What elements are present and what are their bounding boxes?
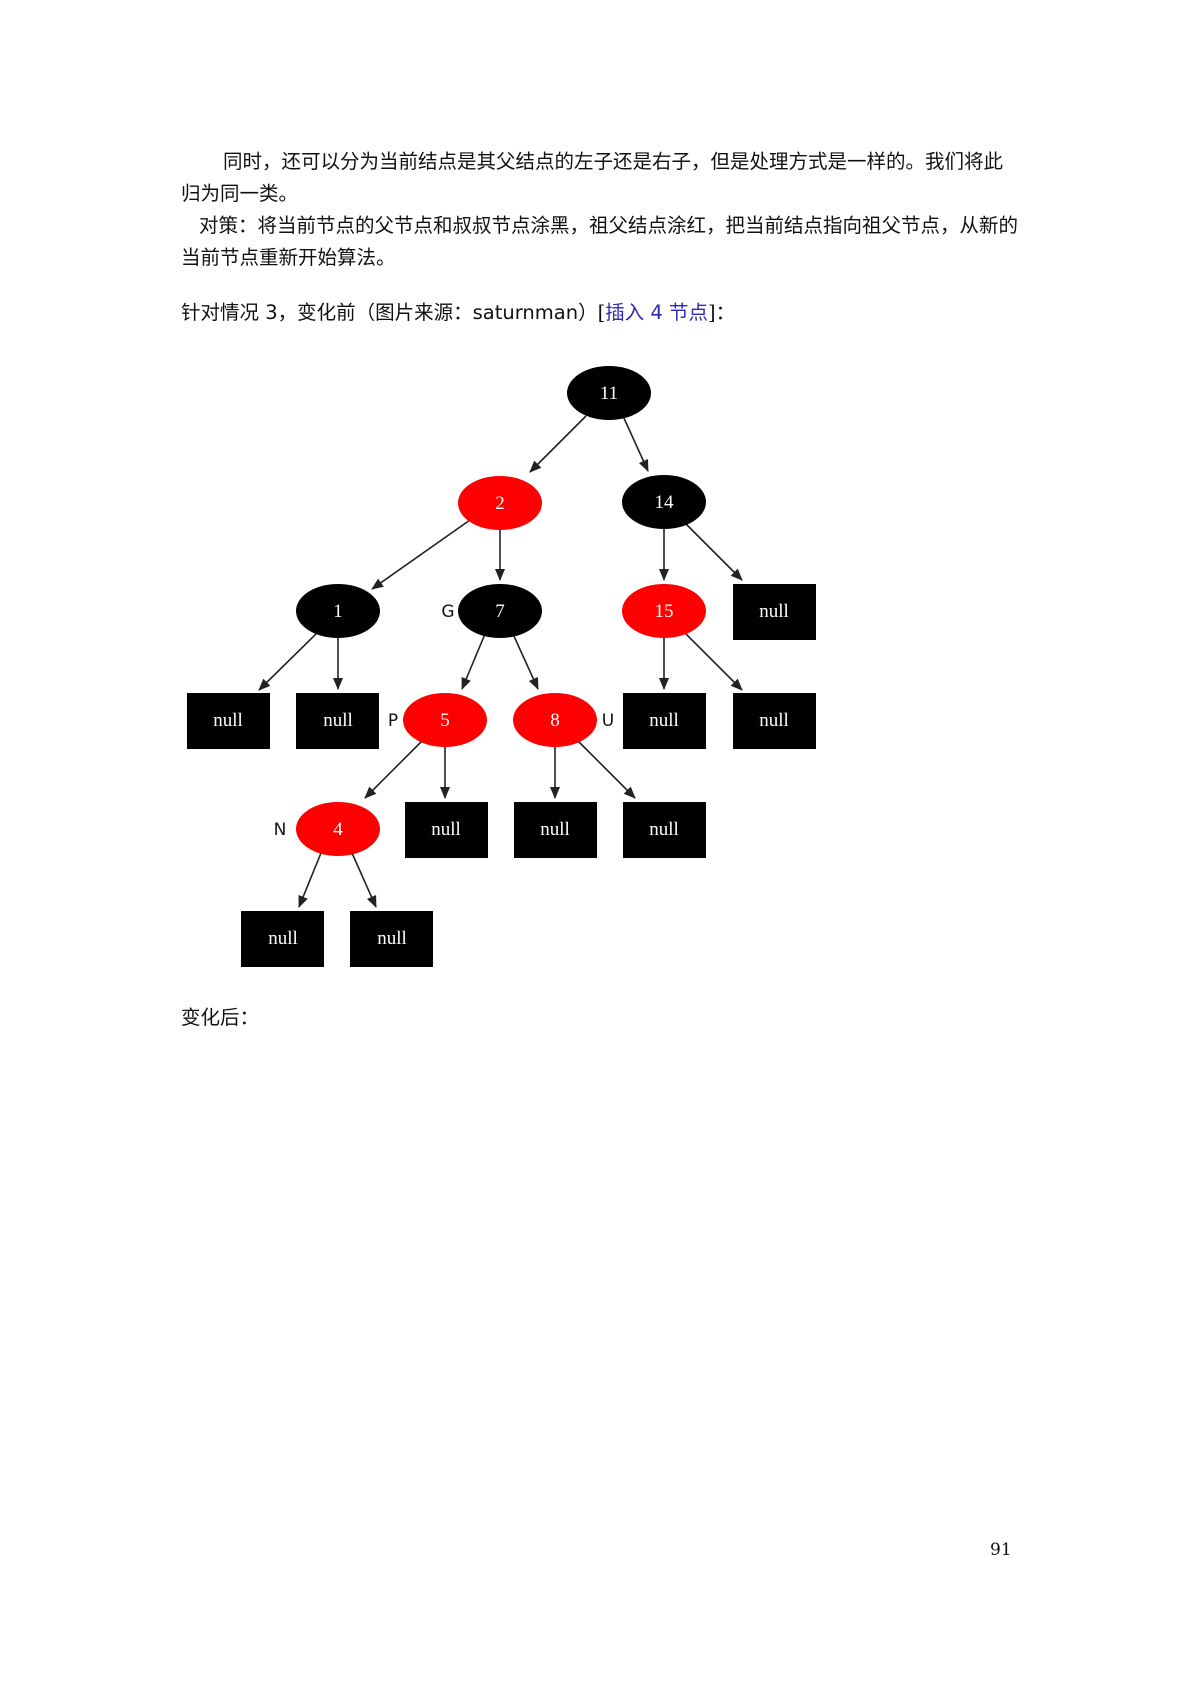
null-leaf-label: null <box>268 928 298 949</box>
link-number: 4 <box>650 301 663 324</box>
edge-7-8 <box>512 633 539 690</box>
null-leaf: null <box>187 693 270 749</box>
node-7-label: 7 <box>495 601 505 622</box>
node-15: 15 <box>622 584 706 638</box>
node-14-label: 14 <box>655 492 675 513</box>
caption-case-number: 3 <box>265 301 278 324</box>
node-11: 11 <box>567 366 651 420</box>
paragraph-strategy: 对策：将当前节点的父节点和叔叔节点涂黑，祖父结点涂红，把当前结点指向祖父节点，从… <box>181 214 1019 269</box>
null-leaf-label: null <box>540 819 570 840</box>
role-label-u: U <box>602 711 614 731</box>
null-leaf: null <box>623 802 706 858</box>
insert-node-link[interactable]: 插入 4 节点 <box>605 301 708 324</box>
caption-bracket-open: ）[ <box>578 301 606 324</box>
edge-11-2 <box>529 415 587 473</box>
null-leaves: null null null null null null null null <box>187 584 816 967</box>
caption-tail: ]： <box>708 301 736 324</box>
null-leaf: null <box>623 693 706 749</box>
node-5: 5 <box>403 693 487 747</box>
caption-middle: ，变化前（图片来源： <box>277 301 473 324</box>
node-1: 1 <box>296 584 380 638</box>
node-5-label: 5 <box>440 710 450 731</box>
node-8-label: 8 <box>550 710 560 731</box>
edge-4-null-right <box>351 852 377 908</box>
role-label-p: P <box>388 711 398 731</box>
node-4: 4 <box>296 802 380 856</box>
null-leaf: null <box>241 911 324 967</box>
edge-4-null-left <box>298 852 322 908</box>
edge-1-null-left <box>258 633 317 691</box>
link-text-b: 节点 <box>662 301 709 324</box>
paragraph-case-description: 同时，还可以分为当前结点是其父结点的左子还是右子，但是处理方式是一样的。我们将此… <box>181 150 1004 205</box>
edge-2-1 <box>371 519 471 590</box>
null-leaf: null <box>733 584 816 640</box>
null-leaf: null <box>514 802 597 858</box>
null-leaf-label: null <box>323 710 353 731</box>
node-4-label: 4 <box>333 819 343 840</box>
node-15-label: 15 <box>655 601 674 622</box>
null-leaf: null <box>296 693 379 749</box>
node-14: 14 <box>622 475 706 529</box>
after-change-label: 变化后： <box>181 1006 260 1029</box>
edge-14-null <box>685 523 743 581</box>
node-8: 8 <box>513 693 597 747</box>
edge-8-null-right <box>577 740 636 799</box>
page-number: 91 <box>990 1540 1012 1560</box>
node-2-label: 2 <box>495 493 505 514</box>
node-11-label: 11 <box>600 383 618 404</box>
tree-nodes: 11 2 14 1 7 15 5 8 <box>296 366 706 856</box>
null-leaf: null <box>405 802 488 858</box>
null-leaf-label: null <box>759 710 789 731</box>
edge-5-4 <box>364 740 423 799</box>
edge-7-5 <box>461 633 486 690</box>
null-leaf: null <box>350 911 433 967</box>
caption-source: saturnman <box>472 301 579 324</box>
null-leaf-label: null <box>759 601 789 622</box>
node-7: 7 <box>458 584 542 638</box>
tree-edges <box>258 415 743 908</box>
null-leaf-label: null <box>649 819 679 840</box>
node-1-label: 1 <box>333 601 343 622</box>
edge-15-null-right <box>685 633 743 691</box>
role-label-n: N <box>274 820 287 840</box>
edge-11-14 <box>622 415 649 472</box>
null-leaf: null <box>733 693 816 749</box>
null-leaf-label: null <box>649 710 679 731</box>
role-labels: G P U N <box>274 602 615 840</box>
link-text-a: 插入 <box>605 301 651 324</box>
null-leaf-label: null <box>431 819 461 840</box>
node-2: 2 <box>458 476 542 530</box>
role-label-g: G <box>441 602 454 622</box>
figure-caption: 针对情况 3，变化前（图片来源：saturnman）[插入 4 节点]： <box>181 297 735 329</box>
null-leaf-label: null <box>213 710 243 731</box>
caption-prefix: 针对情况 <box>181 301 266 324</box>
null-leaf-label: null <box>377 928 407 949</box>
